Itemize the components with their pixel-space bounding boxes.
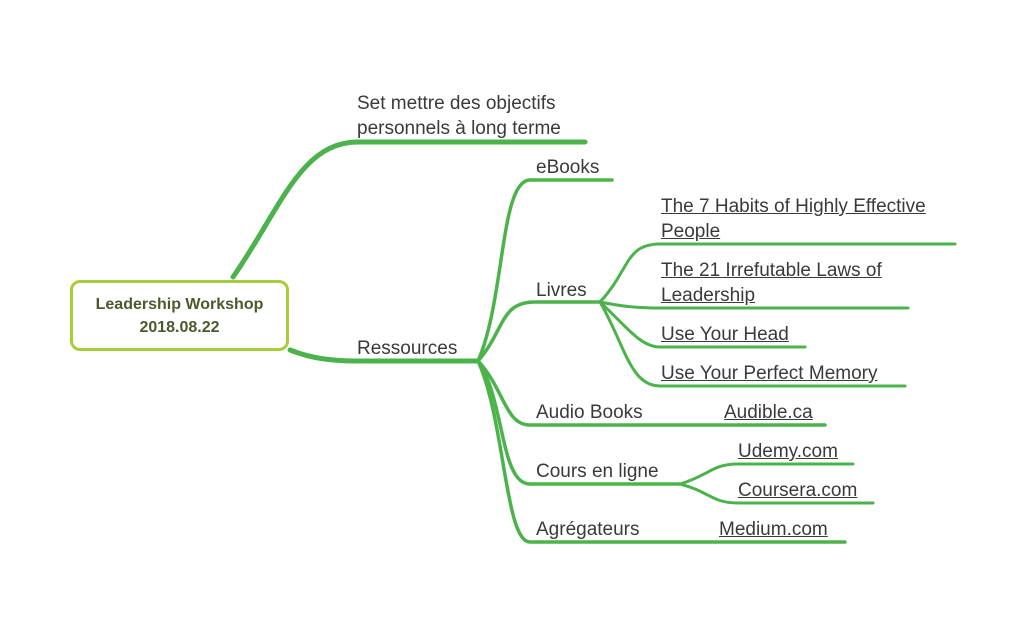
coursera-link[interactable]: Coursera.com	[738, 480, 858, 501]
book-7-habits-link[interactable]: The 7 Habits of Highly Effective People	[661, 194, 926, 244]
branch-courses-udemy	[678, 462, 855, 486]
branch-root-resources	[287, 347, 481, 364]
topic-ebooks[interactable]: eBooks	[536, 157, 600, 178]
udemy-link[interactable]: Udemy.com	[738, 441, 838, 462]
topic-aggregators[interactable]: Agrégateurs	[536, 519, 640, 540]
central-topic-date: 2018.08.22	[139, 318, 220, 336]
branch-resources-audio	[476, 359, 827, 427]
book-use-your-head-link[interactable]: Use Your Head	[661, 324, 789, 345]
branch-resources-aggregators	[476, 359, 847, 544]
branch-resources-ebooks	[476, 178, 614, 363]
topic-goals-line-1: Set mettre des objectifs	[357, 93, 556, 114]
book-21-laws-line-2: Leadership	[661, 285, 756, 306]
audible-link[interactable]: Audible.ca	[724, 402, 813, 423]
topic-audio-books[interactable]: Audio Books	[536, 402, 643, 423]
book-21-laws-link[interactable]: The 21 Irrefutable Laws of Leadership	[661, 258, 882, 308]
branch-courses-coursera	[678, 482, 875, 505]
medium-link[interactable]: Medium.com	[719, 519, 828, 540]
book-7-habits-line-1: The 7 Habits of Highly Effective	[661, 196, 926, 217]
topic-courses[interactable]: Cours en ligne	[536, 461, 659, 482]
branch-resources-courses	[476, 359, 682, 486]
book-7-habits-line-2: People	[661, 221, 721, 242]
branch-livres-book-1	[598, 242, 957, 304]
book-21-laws-line-1: The 21 Irrefutable Laws of	[661, 260, 882, 281]
central-topic-title: Leadership Workshop	[95, 295, 264, 313]
branch-root-goals	[230, 139, 588, 280]
central-topic[interactable]: Leadership Workshop 2018.08.22	[70, 280, 289, 351]
topic-resources[interactable]: Ressources	[357, 338, 458, 359]
topic-goals[interactable]: Set mettre des objectifs personnels à lo…	[357, 91, 561, 141]
branch-livres-book-2	[598, 300, 910, 310]
branch-livres-book-4	[598, 300, 907, 388]
topic-goals-line-2: personnels à long terme	[357, 118, 561, 139]
book-perfect-memory-link[interactable]: Use Your Perfect Memory	[661, 363, 878, 384]
branch-livres-book-3	[598, 300, 807, 349]
topic-livres[interactable]: Livres	[536, 280, 587, 301]
branch-resources-livres	[476, 300, 602, 363]
